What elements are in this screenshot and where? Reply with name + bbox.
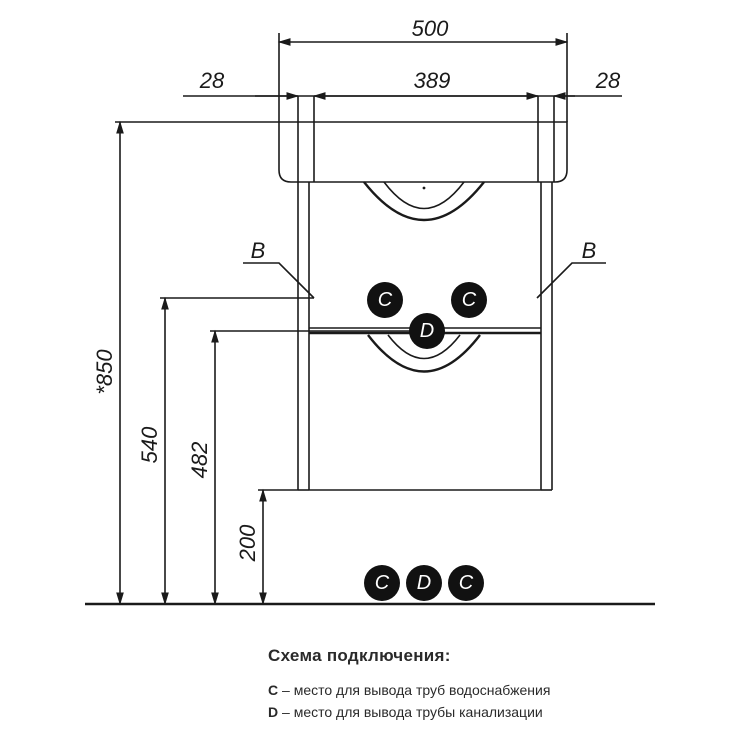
dimension-height-d: 482	[187, 329, 410, 606]
callout-b-left: B	[243, 238, 315, 299]
dimension-height-c-label: 540	[137, 426, 162, 463]
dimension-inner-width-label: 389	[414, 68, 451, 93]
callout-b-left-label: B	[251, 238, 266, 263]
legend-item-c-key: C	[268, 682, 279, 698]
dimension-total-width-label: 500	[412, 16, 449, 41]
svg-text:D: D	[417, 572, 431, 594]
callout-b-right-label: B	[582, 238, 597, 263]
dimension-height-total: *850	[92, 120, 279, 606]
legend-title: Схема подключения:	[268, 646, 451, 665]
siphon-cutout-upper	[363, 181, 485, 222]
svg-text:D: D	[420, 320, 434, 342]
marker-c-upper-right: C	[451, 282, 487, 318]
dimension-height-legs: 200	[235, 488, 298, 606]
dimension-height-legs-label: 200	[235, 524, 260, 562]
legend-item-d-text: – место для вывода трубы канализации	[278, 704, 543, 720]
svg-text:C: C	[375, 572, 390, 594]
svg-text:C: C	[462, 289, 477, 311]
marker-d-upper: D	[409, 313, 445, 349]
dimension-height-total-label: *850	[92, 349, 117, 395]
legend-item-c-text: – место для вывода труб водоснабжения	[278, 682, 551, 698]
dimension-height-d-label: 482	[187, 442, 212, 479]
marker-c-floor-left: C	[364, 565, 400, 601]
svg-text:C: C	[378, 289, 393, 311]
dimension-side-left-label: 28	[199, 68, 225, 93]
basin	[278, 96, 568, 183]
svg-text:C: C	[459, 572, 474, 594]
dimension-height-c: 540	[137, 296, 314, 606]
legend-item-d-key: D	[268, 704, 279, 720]
marker-c-floor-right: C	[448, 565, 484, 601]
marker-d-floor: D	[406, 565, 442, 601]
siphon-cutout-lower	[367, 334, 481, 373]
callout-b-right: B	[536, 238, 606, 299]
dimension-side-right-label: 28	[595, 68, 621, 93]
dimension-inner-row: 28 389 28	[183, 68, 622, 100]
legend-item-d: D – место для вывода трубы канализации	[268, 704, 550, 720]
connection-legend: Схема подключения: C – место для вывода …	[268, 646, 550, 726]
dimension-total-width: 500	[277, 16, 569, 122]
legend-item-c: C – место для вывода труб водоснабжения	[268, 682, 550, 698]
marker-c-upper-left: C	[367, 282, 403, 318]
